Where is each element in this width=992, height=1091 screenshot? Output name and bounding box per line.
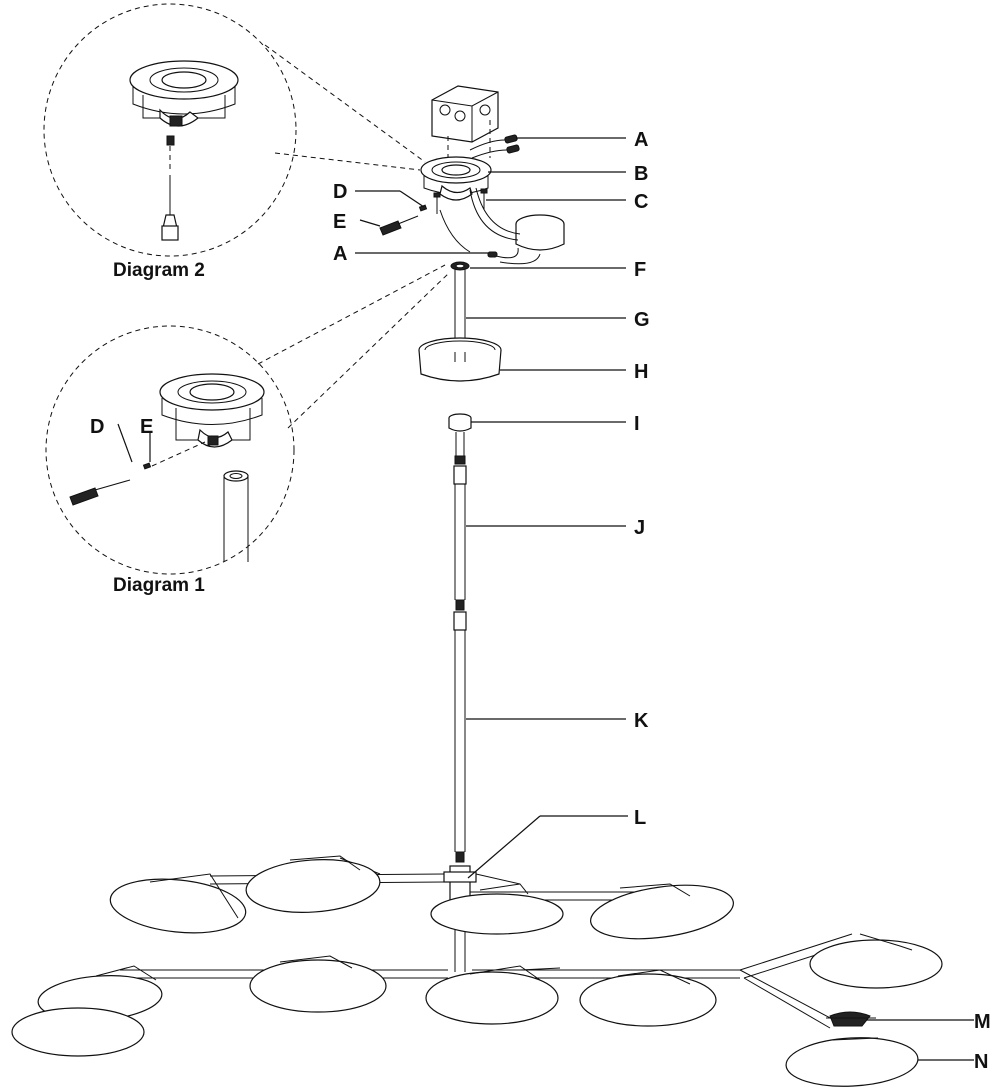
replacement-shade [785,1037,919,1087]
label-f: F [634,259,646,281]
diagram-1-callout-line-top [257,264,446,365]
canopy [418,337,502,382]
diagram-2-title: Diagram 2 [113,260,205,281]
coupling-ring [448,413,472,465]
label-d-main: D [333,181,347,203]
diagram-2-set-screw [166,135,175,146]
callout-labels: A B C D E A F G H I J K L M N D E Diagra… [90,129,991,1073]
main-screwdriver [379,215,419,236]
label-a-top: A [634,129,648,151]
shades [11,855,943,1057]
diagram-1-detail [45,264,451,575]
diagram-1-tube [223,470,249,562]
diagram-2-callout-line-top [264,44,426,163]
down-rod-lower [453,611,467,863]
canopy-tube [454,268,466,345]
label-d-diagram-1: D [90,416,104,438]
label-e-main: E [333,211,346,233]
shade [430,883,564,935]
label-l: L [634,807,646,829]
label-g: G [634,309,650,331]
wire-nuts-lower [439,209,541,265]
label-n: N [974,1051,988,1073]
diagram-1-screwdriver [69,479,131,506]
wire-nuts-top [469,134,520,159]
threaded-nipple [450,261,470,271]
label-k: K [634,710,649,732]
junction-box [431,85,499,160]
diagram-1-mounting-plate [159,373,265,448]
label-h: H [634,361,648,383]
label-j: J [634,517,645,539]
leader-lines [117,137,974,1061]
label-m: M [974,1011,991,1033]
diagram-2-screwdriver [161,175,179,241]
diagram-1-set-screw [142,462,152,470]
diagram-2-callout-line-bottom [274,152,421,171]
driver-box [469,187,565,251]
shade [579,969,717,1027]
shade [11,1007,145,1057]
diagram-1-title: Diagram 1 [113,575,205,596]
mounting-bracket [420,156,492,201]
shade [590,883,734,940]
shade [809,933,943,989]
label-c: C [634,191,648,213]
led-module [826,1011,876,1027]
down-rod-upper [453,465,467,611]
label-a-lower: A [333,243,347,265]
label-e-diagram-1: E [140,416,153,438]
label-b: B [634,163,648,185]
shade [249,955,387,1013]
shade [245,855,381,913]
shade [109,873,247,934]
diagram-2-mounting-plate [129,60,239,127]
label-i: I [634,413,640,435]
lower-branch-arms [120,933,857,1029]
diagram-2-detail [43,3,426,257]
diagram-2-circle [43,3,297,257]
mounting-screws [433,188,488,214]
diagram-1-callout-line-bottom [287,271,451,429]
diagram-1-circle [45,325,295,575]
shade [425,965,559,1025]
